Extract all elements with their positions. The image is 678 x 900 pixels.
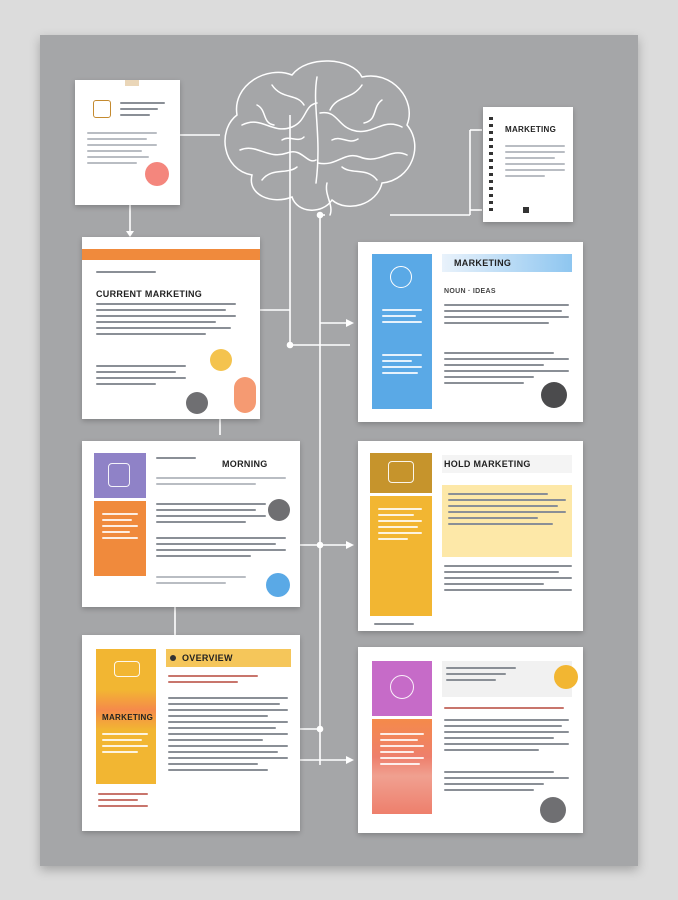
chart-icon	[114, 661, 140, 677]
header-dot	[170, 655, 176, 661]
yellow-dot	[210, 349, 232, 371]
notebook-icon	[388, 461, 414, 483]
tape	[125, 80, 139, 86]
blue-dot	[266, 573, 290, 597]
strip-label: MARKETING	[102, 713, 154, 722]
clipboard-icon	[108, 463, 130, 487]
binding	[489, 117, 493, 212]
grey-dot	[268, 499, 290, 521]
grey-dot	[186, 392, 208, 414]
document-icon	[93, 100, 111, 118]
card-gold: HOLD MARKETING	[358, 441, 583, 631]
card-pink	[358, 647, 583, 833]
body-lines	[87, 132, 157, 168]
subhead-lines	[96, 271, 166, 277]
body-lines-2	[156, 537, 286, 561]
body-lines-2	[96, 365, 186, 389]
grey-dot	[541, 382, 567, 408]
coral-strip	[372, 719, 432, 814]
card-top-left	[75, 80, 180, 205]
body-lines	[444, 719, 569, 755]
body-lines	[505, 145, 565, 181]
accent-bar	[82, 249, 260, 260]
card-title: MARKETING	[505, 125, 557, 134]
card-purple: MORNING	[82, 441, 300, 607]
card-title: HOLD MARKETING	[444, 459, 531, 469]
card-title: MORNING	[222, 459, 268, 469]
header-band	[166, 649, 291, 667]
color-strip	[372, 254, 432, 409]
target-icon	[390, 266, 412, 288]
body-lines	[96, 303, 236, 339]
card-orange: CURRENT MARKETING	[82, 237, 260, 419]
body-lines	[444, 565, 572, 595]
card-top-right: MARKETING	[483, 107, 573, 222]
footer-lines	[98, 793, 148, 811]
connector-lines	[126, 115, 482, 765]
card-title: OVERVIEW	[182, 653, 233, 663]
footer-lines	[156, 576, 246, 588]
body-lines	[168, 697, 288, 775]
accent-lines	[444, 707, 564, 713]
card-blue: MARKETING NOUN · IDEAS	[358, 242, 583, 422]
card-title: MARKETING	[454, 258, 512, 268]
header-lines	[156, 477, 286, 489]
gold-strip	[370, 453, 432, 493]
body-lines-2	[444, 771, 569, 795]
pre-title-lines	[156, 457, 216, 463]
peach-tab	[234, 377, 256, 413]
grey-dot	[540, 797, 566, 823]
body-lines	[156, 503, 266, 527]
diagram-board: MARKETING CURRENT MARKETING MARKETING NO…	[40, 35, 638, 866]
yellow-dot	[554, 665, 578, 689]
badge-dot	[145, 162, 169, 186]
body-lines	[444, 304, 569, 328]
card-yellow: MARKETING OVERVIEW	[82, 635, 300, 831]
card-subtitle: NOUN · IDEAS	[444, 288, 496, 295]
heading-lines	[120, 102, 165, 120]
header-band	[442, 254, 572, 272]
body-lines-2	[444, 352, 569, 388]
card-title: CURRENT MARKETING	[96, 289, 203, 299]
rocket-icon	[390, 675, 414, 699]
footer-mark	[523, 207, 529, 213]
orange-strip	[94, 501, 146, 576]
yellow-strip: MARKETING	[96, 649, 156, 784]
purple-strip	[94, 453, 146, 498]
highlight-box	[442, 485, 572, 557]
brain-icon	[224, 60, 416, 216]
footer-lines	[374, 623, 414, 629]
accent-lines	[168, 675, 258, 687]
yellow-strip	[370, 496, 432, 616]
header-band	[442, 661, 572, 697]
pink-strip	[372, 661, 432, 716]
header-band	[442, 455, 572, 473]
